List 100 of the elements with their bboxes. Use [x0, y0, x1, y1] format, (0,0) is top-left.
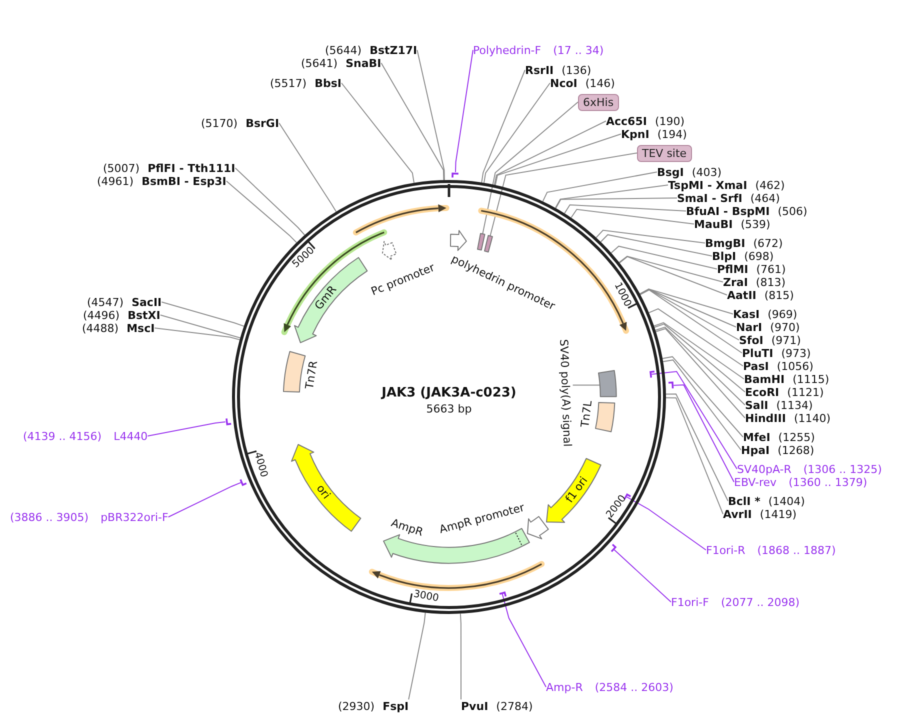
- cut-site-position: (813): [756, 276, 786, 288]
- enzyme-name: PasI: [743, 360, 769, 372]
- leader-line: [654, 324, 746, 392]
- primer-site-marker: [648, 370, 656, 379]
- leader-line: [490, 152, 638, 237]
- feature-tag: 6xHis: [578, 94, 619, 110]
- enzyme-name: BmgBI: [705, 236, 746, 250]
- enzyme-name: BstZ17I: [370, 44, 418, 56]
- leader-line: [494, 120, 606, 186]
- primer-position: (1868 .. 1887): [757, 544, 836, 556]
- leader-line: [673, 384, 734, 482]
- leader-line: [494, 134, 622, 186]
- leader-line: [160, 314, 241, 338]
- enzyme-name: HindIII: [745, 412, 786, 424]
- cut-site-position: (4496): [83, 308, 120, 322]
- cut-site-position: (698): [744, 250, 774, 262]
- primer-name: F1ori-R: [706, 544, 746, 556]
- leader-line: [161, 302, 244, 327]
- cut-site-position: (5644): [325, 44, 362, 56]
- enzyme-name: ZraI: [723, 276, 748, 288]
- cut-site-position: (403): [692, 166, 722, 178]
- cut-site-position: (971): [771, 334, 801, 346]
- cut-site-position: (506): [778, 204, 808, 218]
- enzyme-name: HpaI: [741, 444, 770, 456]
- cut-site-position: (5641): [301, 56, 338, 70]
- cut-site-position: (539): [740, 218, 770, 230]
- enzyme-name: SfoI: [739, 334, 764, 346]
- primer-site-marker: [239, 478, 248, 486]
- feature-label: f1 ori: [564, 474, 590, 505]
- leader-line: [666, 397, 724, 514]
- leader-line: [226, 180, 298, 244]
- leader-line: [640, 289, 742, 354]
- leader-line: [614, 549, 672, 602]
- leader-line: [639, 288, 734, 314]
- primer-name: pBR322ori-F: [100, 510, 168, 524]
- feature-label: Tn7L: [579, 400, 595, 428]
- primer-name: L4440: [114, 430, 148, 442]
- enzyme-name: RsrII: [525, 64, 554, 76]
- leader-line: [572, 384, 600, 386]
- leader-line: [619, 256, 728, 296]
- enzyme-name: PflFI - Tth111I: [148, 162, 236, 174]
- leader-line: [655, 328, 746, 418]
- cut-site-position: (146): [585, 76, 615, 90]
- cut-site-position: (2930): [338, 700, 375, 712]
- enzyme-name: BsgI: [657, 166, 684, 178]
- enzyme-name: SnaBI: [346, 56, 382, 70]
- cut-site-position: (970): [770, 320, 800, 334]
- leader-line: [600, 234, 712, 256]
- leader-line: [665, 394, 728, 502]
- leader-line: [618, 256, 724, 282]
- scale-label: 1000: [611, 281, 634, 310]
- feature-label: Tn7R: [304, 360, 320, 390]
- cut-site-position: (1255): [778, 430, 815, 444]
- feature-tag: TEV site: [637, 144, 692, 162]
- cut-site-position: (2784): [496, 700, 533, 712]
- leader-line: [460, 613, 462, 700]
- enzyme-name: BstXI: [128, 308, 160, 322]
- primer-name: SV40pA-R: [737, 462, 792, 476]
- cut-site-position: (4961): [97, 174, 134, 188]
- leader-line: [481, 70, 526, 183]
- leader-line: [408, 612, 426, 700]
- leader-line: [610, 246, 718, 270]
- primer-position: (1306 .. 1325): [803, 462, 882, 476]
- cut-site-position: (1115): [792, 372, 830, 386]
- enzyme-name: SmaI - SrfI: [677, 192, 742, 204]
- tag-marker: [482, 234, 494, 254]
- leader-line: [168, 482, 242, 518]
- scale-label: 4000: [250, 450, 269, 479]
- primer-name: Polyhedrin-F: [473, 44, 542, 56]
- enzyme-name: BfuAI - BspMI: [686, 204, 770, 218]
- leader-line: [648, 308, 744, 366]
- cut-site-position: (1404): [768, 494, 805, 508]
- primer-position: (1360 .. 1379): [788, 476, 868, 488]
- leader-line: [154, 328, 240, 340]
- enzyme-name: NcoI: [550, 76, 578, 90]
- leader-line: [654, 322, 744, 380]
- cut-site-position: (1056): [776, 360, 814, 372]
- enzyme-name: AatII: [727, 288, 756, 302]
- enzyme-name: BsrGI: [246, 116, 280, 130]
- primer-site-marker: [224, 417, 232, 426]
- cut-site-position: (973): [781, 346, 811, 360]
- leader-line: [640, 288, 740, 340]
- enzyme-name: KpnI: [621, 128, 650, 140]
- cut-site-position: (1268): [778, 444, 814, 456]
- cut-site-position: (462): [755, 178, 785, 192]
- cut-site-position: (4547): [87, 296, 124, 308]
- cut-site-position: (136): [562, 64, 592, 76]
- primer-position: (4139 .. 4156): [23, 430, 102, 442]
- enzyme-name: BbsI: [314, 76, 342, 90]
- enzyme-name: PvuI: [461, 700, 488, 712]
- enzyme-name: FspI: [382, 700, 409, 712]
- enzyme-name: PluTI: [742, 346, 774, 360]
- cut-site-position: (969): [768, 308, 798, 320]
- enzyme-name: BclI *: [728, 494, 760, 508]
- primer-site-marker: [498, 590, 508, 598]
- leader-line: [542, 172, 658, 202]
- cut-site-position: (190): [654, 114, 685, 128]
- cut-site-position: (4488): [82, 322, 119, 334]
- primer-name: F1ori-F: [671, 596, 709, 608]
- leader-line: [596, 230, 706, 244]
